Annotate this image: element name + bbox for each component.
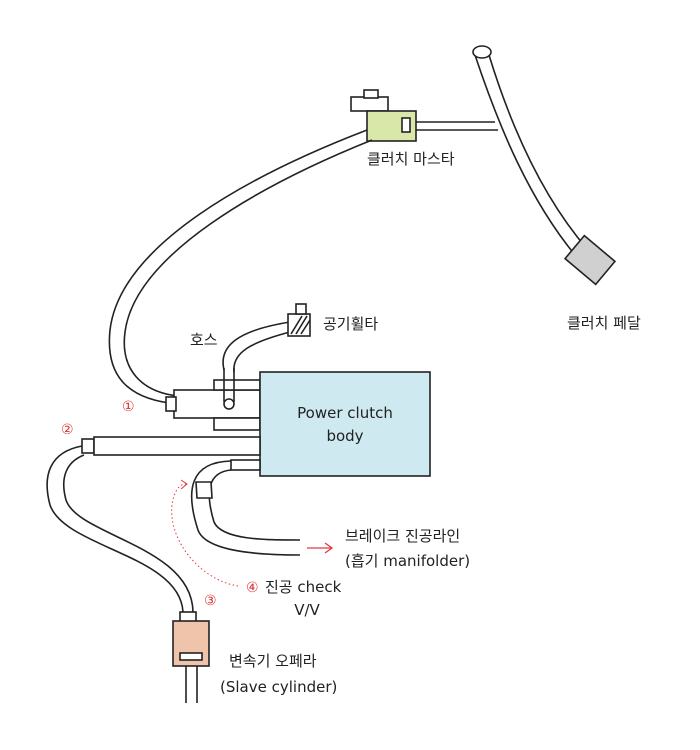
clutch-pedal [472,45,617,286]
air-filter [287,303,311,337]
hose-1-inner [123,139,373,397]
marker-2: ② [61,422,74,438]
slave-label-line2: (Slave cylinder) [220,678,337,696]
hose-1-outer [108,129,368,405]
power-clutch-label-line2: body [326,427,363,445]
output-pipe-fitting [81,438,95,454]
valve-housing [165,368,261,431]
pedal-pad [563,234,617,286]
slave-cylinder [172,611,210,703]
check-valve-label-line2: V/V [294,601,320,619]
air-filter-cap [295,303,307,315]
vacuum-line-outer [190,460,301,556]
output-pipe [93,436,261,456]
slave-window [179,652,203,661]
master-reservoir [350,96,389,112]
power-clutch-label-line1: Power clutch [297,404,393,422]
air-filter-label: 공기휠타 [323,315,378,333]
valve-top-cap [213,379,261,391]
valve-bottom-cap [213,417,261,431]
hose-2-inner [62,454,194,613]
marker-1: ① [122,399,135,415]
clutch-master-label: 클러치 마스타 [367,150,455,168]
hose-2-outer [46,445,184,613]
power-clutch-body [259,371,431,477]
check-valve-label-line1: 진공 check [265,578,342,596]
brake-label-line2: (흡기 manifolder) [345,552,470,570]
master-reservoir-cap [363,89,379,99]
valve-plunger [223,398,235,410]
hose-label: 호스 [190,331,218,349]
master-window [401,117,411,133]
check-valve-pointer [171,483,239,587]
air-hose-inner [233,331,291,373]
valve-inlet-port [165,396,177,412]
air-hose-outer [222,321,291,371]
slave-label-line1: 변속기 오페라 [229,652,317,670]
marker-3: ③ [204,593,217,609]
marker-4: ④ [246,580,259,596]
vacuum-line-inner [208,469,301,541]
vacuum-port [230,459,261,471]
valve-block [173,389,261,419]
clutch-pedal-label: 클러치 페달 [567,314,641,332]
pedal-pivot [472,45,492,59]
check-valve [195,481,213,499]
brake-label-line1: 브레이크 진공라인 [345,527,460,545]
clutch-master-cylinder [350,89,417,142]
